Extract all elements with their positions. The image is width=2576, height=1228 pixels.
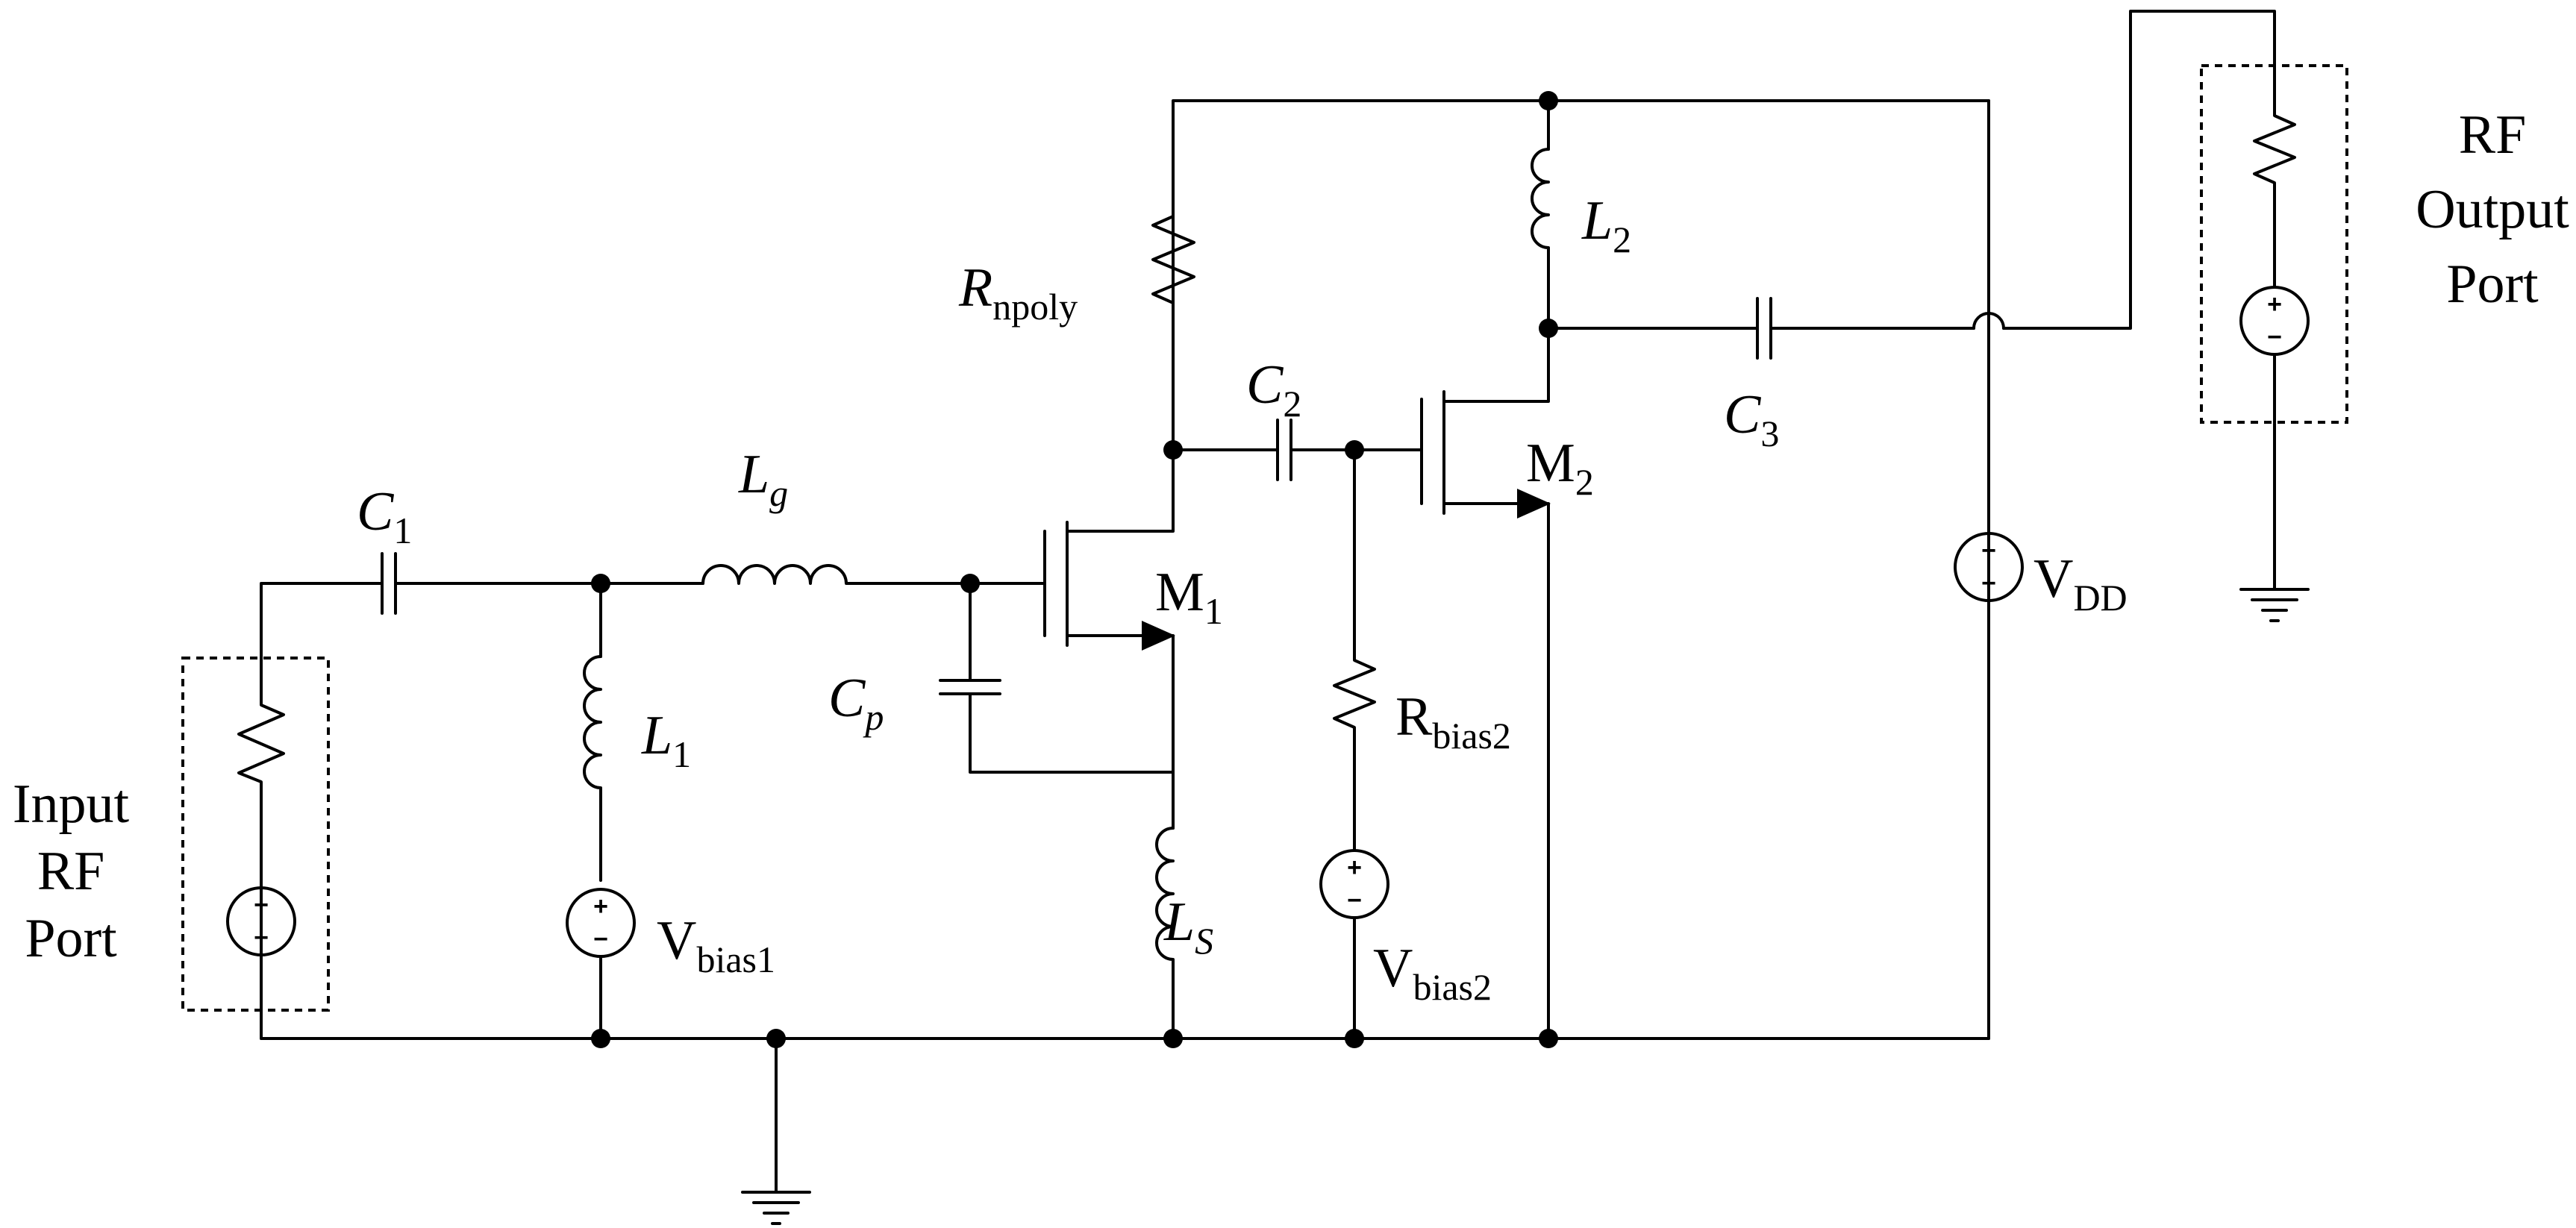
label-lg: Lg — [738, 444, 788, 514]
input-port-line-1: Input — [13, 774, 130, 835]
junction-dot — [1163, 1029, 1183, 1048]
capacitor-c1 — [357, 552, 602, 615]
vbias2-plus: + — [1347, 853, 1362, 882]
label-cp: Cp — [828, 668, 884, 738]
output-port-label: RF Output Port — [2416, 104, 2569, 315]
label-vbias2: Vbias2 — [1373, 938, 1492, 1008]
ground-symbol-output — [2239, 588, 2310, 622]
junction-dots — [591, 91, 1558, 1048]
junction-dot — [766, 1029, 786, 1048]
junction-dot — [1539, 319, 1558, 338]
input-source-plus: + — [254, 891, 269, 919]
ground-symbol-main — [741, 1191, 811, 1225]
input-source-minus: − — [254, 924, 269, 952]
output-source-minus: − — [2267, 323, 2282, 351]
label-vbias1: Vbias1 — [657, 910, 775, 980]
capacitor-c3 — [1547, 10, 2276, 360]
label-l1: L1 — [641, 705, 691, 775]
input-rf-port: + − — [181, 582, 360, 1040]
label-c3: C3 — [1724, 384, 1779, 454]
label-m2: M2 — [1526, 433, 1594, 503]
vbias2-minus: − — [1347, 886, 1362, 915]
vbias1-minus: − — [593, 925, 608, 953]
label-ls: LS — [1163, 892, 1213, 962]
capacitor-cp — [939, 582, 1175, 774]
vbias1-plus: + — [593, 892, 608, 921]
junction-dot — [1163, 440, 1183, 460]
junction-dot — [1345, 1029, 1364, 1048]
input-port-line-3: Port — [25, 908, 117, 969]
capacitor-c2 — [1172, 419, 1423, 481]
output-source-plus: + — [2267, 290, 2282, 319]
label-m1: M1 — [1155, 562, 1223, 632]
junction-dot — [591, 1029, 610, 1048]
label-rbias2: Rbias2 — [1395, 686, 1511, 756]
output-port-line-2: Output — [2416, 179, 2569, 240]
input-port-label: Input RF Port — [13, 774, 130, 969]
inductor-l2 — [1531, 99, 1550, 330]
transistor-m1 — [1043, 448, 1175, 830]
label-vdd: VDD — [2033, 548, 2128, 618]
ground-rail — [260, 607, 1990, 1194]
input-port-line-2: RF — [37, 841, 105, 902]
junction-dot — [591, 574, 610, 593]
inductor-ls — [1155, 827, 1175, 1040]
label-rnpoly: Rnpoly — [958, 257, 1078, 328]
junction-dot — [960, 574, 980, 593]
label-l2: L2 — [1581, 190, 1631, 260]
transistor-m2 — [1353, 327, 1551, 1040]
source-vbias2: + − — [1319, 849, 1389, 1040]
output-port-line-3: Port — [2446, 254, 2539, 315]
label-c2: C2 — [1246, 354, 1301, 425]
inductor-lg — [599, 564, 972, 585]
inductor-l1 — [583, 582, 602, 882]
label-c1: C1 — [357, 481, 412, 551]
junction-dot — [1539, 91, 1558, 110]
junction-dot — [1345, 440, 1364, 460]
output-port-line-1: RF — [2459, 104, 2527, 166]
resistor-rbias2 — [1333, 448, 1376, 852]
vdd-plus: + — [1981, 536, 1996, 565]
source-vbias1: + − — [566, 888, 636, 1040]
output-rf-port: + − — [2200, 64, 2348, 591]
junction-dot — [1539, 1029, 1558, 1048]
vdd-minus: − — [1981, 569, 1996, 598]
